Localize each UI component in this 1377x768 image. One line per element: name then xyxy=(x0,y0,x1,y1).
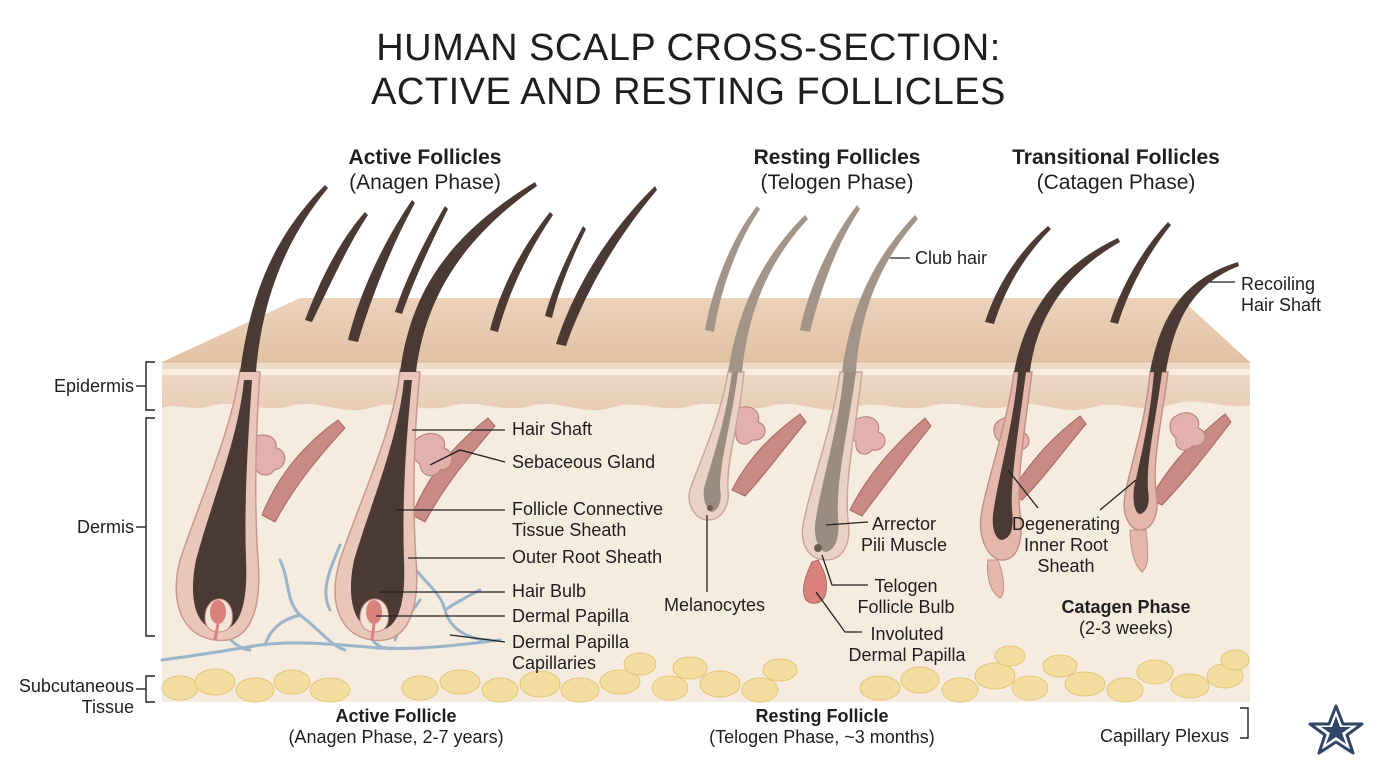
label-involuted-dermal-papilla: Involuted Dermal Papilla xyxy=(840,624,974,666)
footer-active: Active Follicle (Anagen Phase, 2-7 years… xyxy=(276,706,516,748)
resting-follicle-right xyxy=(801,371,863,604)
footer-active-detail: (Anagen Phase, 2-7 years) xyxy=(288,727,504,747)
label-dermal-papilla-capillaries: Dermal Papilla Capillaries xyxy=(512,632,629,674)
label-recoiling-line1: Recoiling xyxy=(1241,274,1316,294)
label-club-hair: Club hair xyxy=(915,248,988,268)
label-dermis: Dermis xyxy=(77,517,134,537)
label-subcutaneous-line2: Tissue xyxy=(81,697,134,717)
layer-brackets xyxy=(136,361,1249,739)
header-transitional-phase: (Catagen Phase) xyxy=(1036,171,1196,194)
header-active: Active Follicles (Anagen Phase) xyxy=(320,145,530,195)
label-hair-shaft: Hair Shaft xyxy=(512,419,593,439)
label-dpc-line2: Capillaries xyxy=(512,653,597,673)
label-epidermis: Epidermis xyxy=(53,376,134,396)
label-dermal-papilla: Dermal Papilla xyxy=(512,606,630,626)
label-involuted-line2: Dermal Papilla xyxy=(848,645,966,665)
star-logo-icon xyxy=(1308,704,1364,755)
label-telogen-follicle-bulb: Telogen Follicle Bulb xyxy=(846,576,966,618)
label-telogen-line1: Telogen xyxy=(874,576,938,596)
label-follicle-connective-tissue-sheath: Follicle Connective Tissue Sheath xyxy=(512,499,663,541)
arrector-pili-muscles xyxy=(261,413,1232,523)
active-follicle-main xyxy=(334,369,421,642)
footer-active-name: Active Follicle xyxy=(335,706,457,726)
capillary-network xyxy=(160,543,502,662)
label-arrector-line1: Arrector xyxy=(871,514,936,534)
footer-resting-name: Resting Follicle xyxy=(755,706,889,726)
label-subcutaneous: Subcutaneous Tissue xyxy=(4,676,134,718)
label-sebaceous-gland: Sebaceous Gland xyxy=(512,452,656,472)
footer-resting-detail: (Telogen Phase, ~3 months) xyxy=(709,727,935,747)
label-degenerating-line2: Inner Root xyxy=(1023,535,1109,555)
active-hair-shafts xyxy=(240,182,657,372)
transitional-follicle-left xyxy=(980,371,1033,599)
page-title: HUMAN SCALP CROSS-SECTION: ACTIVE AND RE… xyxy=(0,26,1377,114)
label-fcts-line2: Tissue Sheath xyxy=(512,520,627,540)
label-degenerating-line1: Degenerating xyxy=(1011,514,1121,534)
label-melanocytes: Melanocytes xyxy=(664,595,766,615)
resting-hair-shafts xyxy=(705,205,918,372)
label-subcutaneous-line1: Subcutaneous xyxy=(18,676,134,696)
transitional-follicle-right xyxy=(1123,371,1169,573)
header-resting-name: Resting Follicles xyxy=(753,146,921,169)
label-degenerating-inner-root-sheath: Degenerating Inner Root Sheath xyxy=(1006,514,1126,577)
label-degenerating-line3: Sheath xyxy=(1037,556,1095,576)
title-line-2: ACTIVE AND RESTING FOLLICLES xyxy=(371,71,1006,113)
label-catagen-phase: Catagen Phase xyxy=(1061,597,1191,617)
label-capillary-plexus: Capillary Plexus xyxy=(1100,726,1230,746)
label-involuted-line1: Involuted xyxy=(870,624,944,644)
label-telogen-line2: Follicle Bulb xyxy=(857,597,955,617)
header-resting-phase: (Telogen Phase) xyxy=(760,171,914,194)
label-arrector-pili-muscle: Arrector Pili Muscle xyxy=(846,514,962,556)
transitional-hair-shafts xyxy=(985,222,1239,372)
footer-resting: Resting Follicle (Telogen Phase, ~3 mont… xyxy=(700,706,944,748)
label-dpc-line1: Dermal Papilla xyxy=(512,632,630,652)
header-active-phase: (Anagen Phase) xyxy=(349,171,501,194)
label-catagen-duration: (2-3 weeks) xyxy=(1078,618,1174,638)
subcutaneous-fat xyxy=(161,645,1250,703)
label-recoiling-line2: Hair Shaft xyxy=(1241,295,1322,315)
resting-follicle-left xyxy=(688,371,745,521)
label-fcts-line1: Follicle Connective xyxy=(512,499,664,519)
header-transitional: Transitional Follicles (Catagen Phase) xyxy=(996,145,1236,195)
leader-lines xyxy=(376,257,1235,643)
header-active-name: Active Follicles xyxy=(348,146,502,169)
header-transitional-name: Transitional Follicles xyxy=(1012,146,1220,169)
active-follicle-left xyxy=(175,369,261,642)
label-outer-root-sheath: Outer Root Sheath xyxy=(512,547,663,567)
header-resting: Resting Follicles (Telogen Phase) xyxy=(732,145,942,195)
label-arrector-line2: Pili Muscle xyxy=(860,535,948,555)
label-recoiling-hair-shaft: Recoiling Hair Shaft xyxy=(1241,274,1321,316)
label-hair-bulb: Hair Bulb xyxy=(512,581,587,601)
title-line-1: HUMAN SCALP CROSS-SECTION: xyxy=(376,27,1001,69)
